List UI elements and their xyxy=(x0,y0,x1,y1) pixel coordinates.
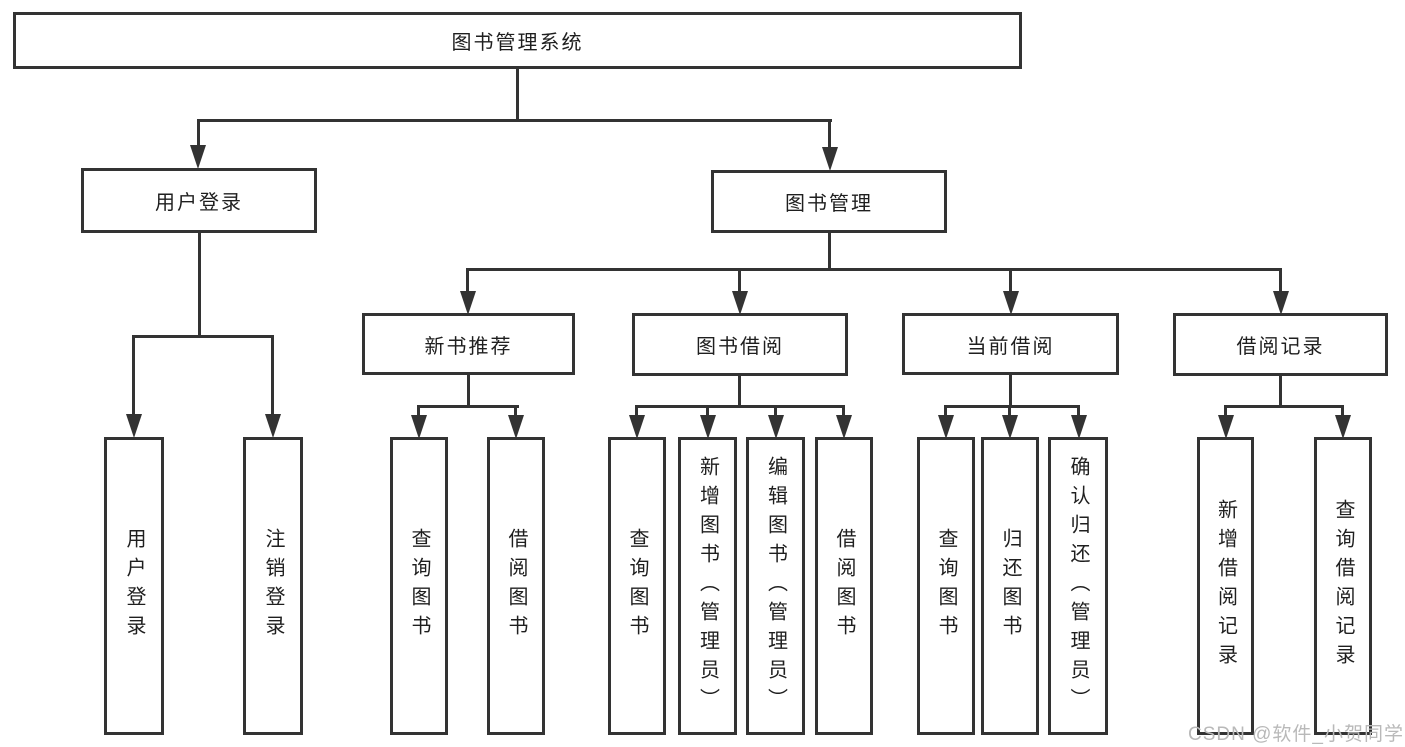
connector-line xyxy=(635,405,845,408)
arrowhead-icon xyxy=(768,415,784,439)
connector-line xyxy=(516,67,519,121)
leaf-label: 查询图书 xyxy=(626,528,648,644)
node-user-login-group: 用户登录 xyxy=(81,168,317,233)
node-current-borrowing: 当前借阅 xyxy=(902,313,1119,375)
connector-line xyxy=(132,335,135,417)
leaf-borrow-books: 借阅图书 xyxy=(815,437,873,735)
arrowhead-icon xyxy=(1218,415,1234,439)
connector-line xyxy=(271,335,274,417)
connector-line xyxy=(466,268,1282,271)
arrowhead-icon xyxy=(265,414,281,438)
arrowhead-icon xyxy=(938,415,954,439)
node-book-management: 图书管理 xyxy=(711,170,947,233)
arrowhead-icon xyxy=(1002,415,1018,439)
connector-line xyxy=(467,373,470,408)
arrowhead-icon xyxy=(1071,415,1087,439)
node-label: 用户登录 xyxy=(155,192,243,214)
node-label: 当前借阅 xyxy=(966,335,1055,358)
arrowhead-icon xyxy=(1335,415,1351,439)
leaf-label: 确认归还（管理员） xyxy=(1067,455,1089,717)
leaf-query-books-current: 查询图书 xyxy=(917,437,975,735)
arrowhead-icon xyxy=(822,147,838,171)
node-label: 借阅记录 xyxy=(1236,336,1325,358)
arrowhead-icon xyxy=(411,415,427,439)
leaf-label: 查询图书 xyxy=(935,528,957,644)
arrowhead-icon xyxy=(460,291,476,315)
node-label: 图书借阅 xyxy=(696,336,784,358)
arrowhead-icon xyxy=(732,291,748,315)
leaf-query-books-borrowing: 查询图书 xyxy=(608,437,666,735)
connector-line xyxy=(132,335,274,338)
leaf-query-books-recommend: 查询图书 xyxy=(390,437,448,735)
arrowhead-icon xyxy=(836,415,852,439)
connector-line xyxy=(828,230,831,271)
arrowhead-icon xyxy=(508,415,524,439)
leaf-label: 借阅图书 xyxy=(505,528,527,644)
arrowhead-icon xyxy=(190,145,206,169)
leaf-query-borrow-record: 查询借阅记录 xyxy=(1314,437,1372,735)
leaf-label: 查询图书 xyxy=(408,528,430,644)
connector-line xyxy=(738,373,741,408)
leaf-label: 借阅图书 xyxy=(833,528,855,644)
node-library-management-system: 图书管理系统 xyxy=(13,12,1022,69)
leaf-add-borrow-record: 新增借阅记录 xyxy=(1197,437,1254,735)
connector-line xyxy=(417,405,420,419)
connector-line xyxy=(417,405,519,408)
connector-line xyxy=(1008,405,1011,419)
leaf-label: 用户登录 xyxy=(123,528,145,644)
arrowhead-icon xyxy=(629,415,645,439)
leaf-logout: 注销登录 xyxy=(243,437,303,735)
connector-line xyxy=(706,405,709,419)
connector-line xyxy=(635,405,638,419)
connector-line xyxy=(197,119,200,148)
connector-line xyxy=(1279,268,1282,293)
leaf-return-books: 归还图书 xyxy=(981,437,1039,735)
node-label: 新书推荐 xyxy=(424,335,513,358)
node-label: 图书管理系统 xyxy=(451,32,584,54)
leaf-borrow-books-recommend: 借阅图书 xyxy=(487,437,545,735)
node-book-borrowing: 图书借阅 xyxy=(632,313,848,376)
connector-line xyxy=(1009,268,1012,293)
connector-line xyxy=(1224,405,1344,408)
leaf-label: 新增借阅记录 xyxy=(1214,499,1237,673)
arrowhead-icon xyxy=(126,414,142,438)
arrowhead-icon xyxy=(700,415,716,439)
leaf-label: 归还图书 xyxy=(999,528,1021,644)
csdn-watermark: CSDN @软件_小贺同学 xyxy=(1188,724,1404,745)
node-borrowing-records: 借阅记录 xyxy=(1173,313,1388,376)
connector-line xyxy=(1009,373,1012,408)
leaf-label: 注销登录 xyxy=(262,528,284,644)
node-label: 图书管理 xyxy=(785,193,873,215)
connector-line xyxy=(774,405,777,419)
connector-line xyxy=(197,119,832,122)
node-new-book-recommendation: 新书推荐 xyxy=(362,313,575,375)
connector-line xyxy=(1279,373,1282,408)
leaf-label: 新增图书（管理员） xyxy=(696,455,719,717)
connector-line xyxy=(514,405,517,419)
connector-line xyxy=(1341,405,1344,419)
connector-line xyxy=(1077,405,1080,419)
connector-line xyxy=(1224,405,1227,419)
leaf-confirm-return-admin: 确认归还（管理员） xyxy=(1048,437,1108,735)
connector-line xyxy=(738,268,741,293)
connector-line xyxy=(842,405,845,419)
leaf-label: 编辑图书（管理员） xyxy=(764,455,787,717)
connector-line xyxy=(466,268,469,293)
leaf-user-login: 用户登录 xyxy=(104,437,164,735)
leaf-edit-books-admin: 编辑图书（管理员） xyxy=(746,437,805,735)
leaf-add-books-admin: 新增图书（管理员） xyxy=(678,437,737,735)
connector-line xyxy=(944,405,947,419)
connector-line xyxy=(944,405,1080,408)
connector-line xyxy=(198,231,201,337)
connector-line xyxy=(828,119,831,148)
leaf-label: 查询借阅记录 xyxy=(1332,499,1354,673)
arrowhead-icon xyxy=(1003,291,1019,315)
arrowhead-icon xyxy=(1273,291,1289,315)
